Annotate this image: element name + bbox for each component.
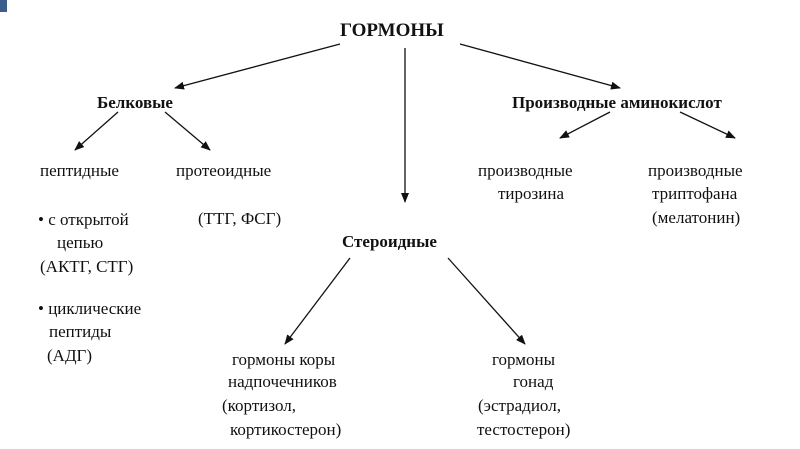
arrow-steroid-to-gonad bbox=[447, 257, 526, 345]
open-chain-line1: • с открытой bbox=[38, 210, 129, 229]
tryptophan-line2: триптофана bbox=[652, 184, 738, 203]
gonad-line3: (эстрадиол, bbox=[478, 396, 561, 415]
slide-corner-accent bbox=[0, 0, 7, 12]
arrow-root-to-protein bbox=[174, 43, 341, 90]
gonad-line1: гормоны bbox=[492, 350, 556, 369]
tryptophan-line1: производные bbox=[648, 161, 743, 180]
gonad-line2: гонад bbox=[513, 372, 554, 391]
open-chain-line2: цепью bbox=[57, 233, 104, 252]
node-protein: Белковые bbox=[97, 93, 173, 112]
cyclic-line2: пептиды bbox=[49, 322, 112, 341]
cyclic-examples: (АДГ) bbox=[47, 346, 93, 365]
gonad-line4: тестостерон) bbox=[477, 420, 571, 439]
arrow-protein-to-proteoid bbox=[164, 111, 211, 151]
node-amino-derivatives: Производные аминокислот bbox=[512, 93, 722, 112]
tyrosine-line2: тирозина bbox=[498, 184, 564, 203]
cortex-line1: гормоны коры bbox=[232, 350, 336, 369]
node-proteoid: протеоидные bbox=[176, 161, 272, 180]
cortex-line4: кортикостерон) bbox=[230, 420, 342, 439]
cortex-line2: надпочечников bbox=[228, 372, 337, 391]
proteoid-examples: (ТТГ, ФСГ) bbox=[198, 209, 282, 228]
arrow-protein-to-peptide bbox=[74, 111, 119, 151]
tyrosine-line1: производные bbox=[478, 161, 573, 180]
root-node-hormones: ГОРМОНЫ bbox=[340, 20, 444, 41]
node-peptide: пептидные bbox=[40, 161, 119, 180]
arrow-amino-to-tyrosine bbox=[559, 111, 611, 139]
arrow-steroid-to-cortex bbox=[284, 257, 351, 345]
tryptophan-line3: (мелатонин) bbox=[652, 208, 741, 227]
node-steroid: Стероидные bbox=[342, 232, 437, 251]
cyclic-line1: • циклические bbox=[38, 299, 142, 318]
cortex-line3: (кортизол, bbox=[222, 396, 296, 415]
open-chain-examples: (АКТГ, СТГ) bbox=[40, 257, 134, 276]
arrow-root-to-amino bbox=[459, 43, 621, 90]
arrow-amino-to-tryptophan bbox=[679, 111, 736, 139]
